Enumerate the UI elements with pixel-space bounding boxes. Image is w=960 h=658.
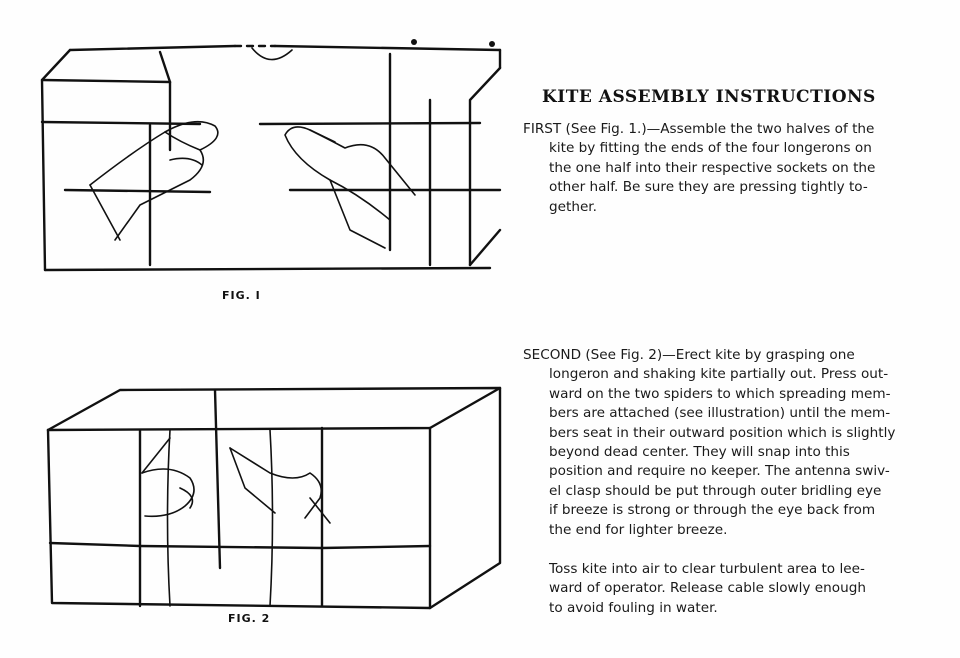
first-step-line: other half. Be sure they are pressing ti… [549, 179, 868, 196]
toss-paragraph: Toss kite into air to clear turbulent ar… [549, 560, 949, 618]
first-step-paragraph: FIRST (See Fig. 1.)—Assemble the two hal… [523, 120, 943, 217]
kite-frame-fig2 [46, 386, 502, 610]
second-step-paragraph: SECOND (See Fig. 2)—Erect kite by graspi… [523, 346, 943, 540]
second-step-line: if breeze is strong or through the eye b… [549, 502, 876, 519]
first-step-line: kite by fitting the ends of the four lon… [549, 140, 872, 157]
second-step-line: ward on the two spiders to which spreadi… [549, 385, 891, 402]
second-step-line: SECOND (See Fig. 2)—Erect kite by graspi… [523, 347, 855, 363]
first-step-line: gether. [549, 198, 597, 215]
instructions-title: KITE ASSEMBLY INSTRUCTIONS [542, 87, 876, 107]
figure-1-illustration [40, 39, 502, 272]
toss-line: Toss kite into air to clear turbulent ar… [549, 561, 865, 577]
second-step-line: el clasp should be put through outer bri… [549, 482, 882, 499]
toss-line: ward of operator. Release cable slowly e… [549, 580, 866, 597]
right-hand-fig1 [284, 126, 416, 249]
first-step-line: the one half into their respective socke… [549, 159, 876, 176]
toss-line: to avoid fouling in water. [549, 599, 718, 616]
right-hand-fig2 [229, 447, 331, 524]
second-step-line: bers seat in their outward position whic… [549, 424, 896, 441]
left-hand-fig2 [141, 437, 195, 518]
kite-frame-fig1 [40, 39, 502, 272]
figure-1-caption: FIG. I [222, 289, 261, 302]
second-step-line: position and require no keeper. The ante… [549, 463, 890, 480]
figure-2-illustration [46, 386, 502, 610]
first-step-line: FIRST (See Fig. 1.)—Assemble the two hal… [523, 121, 875, 137]
second-step-line: beyond dead center. They will snap into … [549, 444, 850, 461]
second-step-line: bers are attached (see illustration) unt… [549, 405, 891, 422]
second-step-line: longeron and shaking kite partially out.… [549, 366, 889, 383]
left-hand-fig1 [89, 120, 219, 241]
second-step-line: the end for lighter breeze. [549, 521, 728, 538]
figure-2-caption: FIG. 2 [228, 612, 271, 625]
